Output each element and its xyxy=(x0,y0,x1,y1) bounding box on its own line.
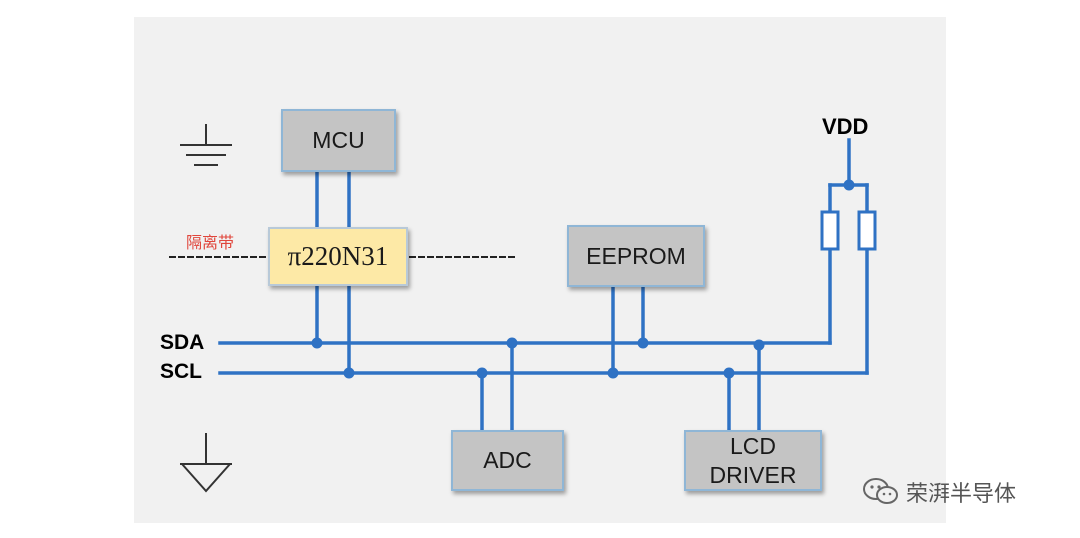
vdd-label: VDD xyxy=(822,114,869,139)
lcd-driver-label-line1: LCD xyxy=(729,432,776,459)
junction-dot xyxy=(753,339,765,351)
junction-dot xyxy=(723,367,735,379)
mcu-label: MCU xyxy=(312,127,365,154)
isolator-block: π220N31 xyxy=(268,227,408,286)
junction-dot xyxy=(607,367,619,379)
sda-label: SDA xyxy=(160,331,205,354)
watermark-text: 荣湃半导体 xyxy=(906,482,1017,507)
lcd-driver-label-line2: DRIVER xyxy=(709,461,797,488)
adc-label: ADC xyxy=(483,447,532,474)
earth-ground-icon xyxy=(180,124,232,166)
lcd-driver-block: LCD DRIVER xyxy=(684,430,822,491)
pullup-resistor-scl xyxy=(857,210,877,251)
ground-icon xyxy=(180,433,232,493)
isolation-band-label: 隔离带 xyxy=(186,233,235,252)
adc-block: ADC xyxy=(451,430,564,491)
junction-dot xyxy=(476,367,488,379)
isolator-label: π220N31 xyxy=(287,240,389,271)
eeprom-label: EEPROM xyxy=(586,242,686,269)
junction-dot xyxy=(843,179,855,191)
mcu-block: MCU xyxy=(281,109,396,172)
junction-dot xyxy=(506,337,518,349)
wechat-icon xyxy=(863,478,898,504)
pullup-resistor-sda xyxy=(820,210,840,251)
junction-dot xyxy=(311,337,323,349)
scl-label: SCL xyxy=(160,360,202,383)
junction-dot xyxy=(637,337,649,349)
watermark: 荣湃半导体 xyxy=(862,476,1016,508)
junction-dot xyxy=(343,367,355,379)
eeprom-block: EEPROM xyxy=(567,225,705,287)
